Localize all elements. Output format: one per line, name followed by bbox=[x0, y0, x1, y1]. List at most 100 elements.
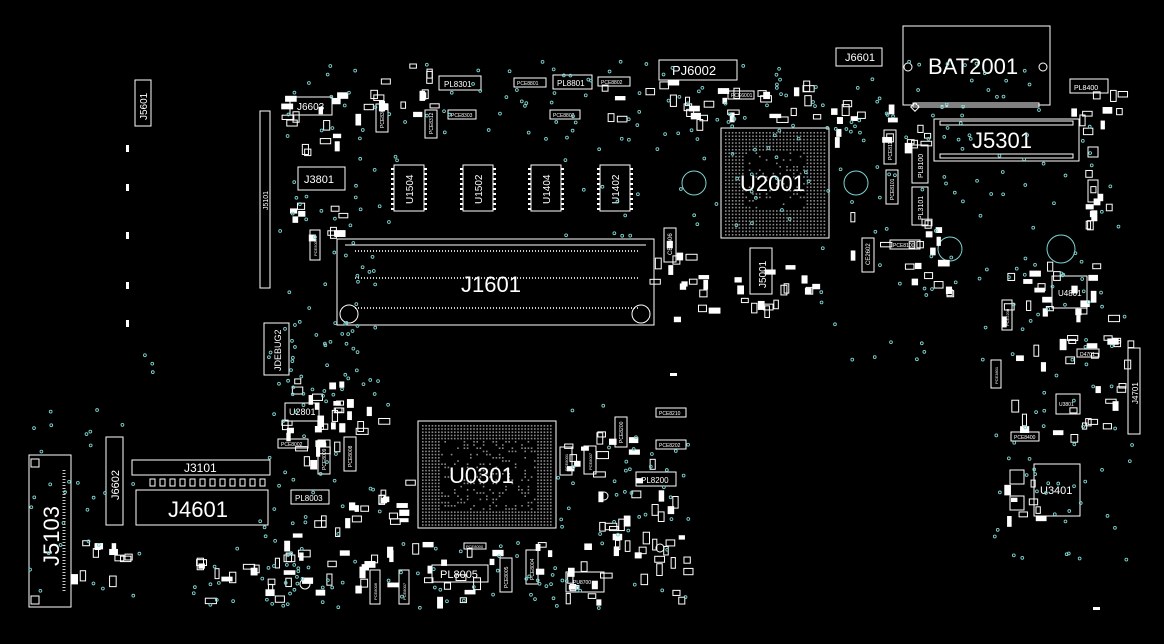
component-j3801[interactable]: J3801 bbox=[297, 166, 346, 191]
component-j5601[interactable]: J5601 bbox=[134, 79, 152, 127]
component-u1504[interactable]: U1504 bbox=[393, 164, 425, 212]
label-j6602: J6602 bbox=[110, 470, 122, 500]
component-pce8801[interactable]: PCE8801 bbox=[513, 77, 547, 88]
component-pce8008[interactable]: PCE8008 bbox=[343, 436, 357, 472]
component-u2801[interactable]: U2801 bbox=[284, 402, 320, 422]
label-j6601: J6601 bbox=[845, 52, 875, 64]
component-j4601[interactable]: J4601 bbox=[135, 489, 269, 526]
component-j3101[interactable]: J3101 bbox=[131, 459, 271, 487]
component-pce8006[interactable]: PCE8006 bbox=[369, 569, 381, 605]
component-pl8400[interactable]: PL8400 bbox=[1069, 78, 1109, 94]
label-pl8400: PL8400 bbox=[1074, 85, 1098, 92]
bga-balls-u0301 bbox=[422, 425, 552, 526]
component-pce8007b[interactable]: PCE8007 bbox=[583, 445, 597, 475]
label-ce2602: CE2602 bbox=[866, 243, 872, 265]
component-pce8000[interactable]: PCE8000 bbox=[463, 542, 487, 550]
component-j6601[interactable]: J6601 bbox=[835, 47, 883, 67]
component-pce2200[interactable]: PCE2200 bbox=[1001, 299, 1013, 331]
component-pce3801[interactable]: PCE3801 bbox=[990, 359, 1002, 389]
component-pl8301[interactable]: PL8301 bbox=[438, 75, 482, 91]
label-jdebug2: JDEBUG2 bbox=[273, 329, 283, 371]
component-pce8312[interactable]: PCE8312 bbox=[424, 109, 438, 139]
label-pce8101: PCE8101 bbox=[890, 178, 896, 200]
component-pce8100[interactable]: PCE8100 bbox=[889, 239, 921, 250]
component-bat2001[interactable]: BAT2001 bbox=[902, 25, 1051, 112]
label-pu8700: PU8700 bbox=[573, 580, 591, 586]
component-pce8202[interactable]: PCE8202 bbox=[655, 439, 687, 450]
label-j5001: J5001 bbox=[758, 260, 769, 288]
label-pl8003: PL8003 bbox=[295, 494, 323, 503]
label-pce8202: PCE8202 bbox=[659, 443, 681, 449]
label-bat2001: BAT2001 bbox=[928, 54, 1018, 79]
component-pce8004[interactable]: PCE8004 bbox=[525, 549, 539, 585]
label-d4701: D4701 bbox=[1080, 352, 1095, 358]
component-u3801[interactable]: U3801 bbox=[1055, 393, 1081, 415]
component-j1601[interactable]: J1601 bbox=[336, 238, 655, 326]
component-pce8802b[interactable]: PCE8802 bbox=[549, 109, 581, 120]
component-u2001[interactable]: U2001 bbox=[720, 127, 830, 239]
label-j1601: J1601 bbox=[461, 272, 521, 297]
component-pce8001[interactable]: PCE8001 bbox=[559, 446, 573, 476]
label-pl8100: PL8100 bbox=[918, 154, 925, 178]
component-jdebug2[interactable]: JDEBUG2 bbox=[263, 322, 290, 376]
component-pl8801[interactable]: PL8801 bbox=[552, 74, 593, 90]
label-pce8200: PCE8200 bbox=[619, 421, 625, 443]
label-pce8303: PCE8303 bbox=[451, 113, 473, 119]
component-pce8400[interactable]: PCE8400 bbox=[1010, 431, 1040, 442]
label-pl3101: PL3101 bbox=[918, 196, 925, 220]
component-pl8100[interactable]: PL8100 bbox=[911, 144, 929, 184]
component-pce8303[interactable]: PCE8303 bbox=[447, 109, 477, 120]
component-pj6002[interactable]: PJ6002 bbox=[658, 59, 738, 81]
memory-chip-pins bbox=[391, 168, 633, 210]
label-pce6001: PCE6001 bbox=[731, 93, 753, 99]
component-pce8002[interactable]: PCE8002 bbox=[277, 438, 309, 449]
component-pce8005[interactable]: PCE8005 bbox=[499, 557, 513, 593]
component-u4801[interactable]: U4801 bbox=[1051, 275, 1088, 309]
mounting-holes bbox=[681, 170, 1076, 264]
component-j4701[interactable]: J4701 bbox=[1127, 347, 1141, 435]
component-j5301[interactable]: J5301 bbox=[933, 118, 1080, 162]
label-j5301: J5301 bbox=[972, 128, 1032, 153]
component-j5101[interactable]: J5101 bbox=[259, 110, 271, 289]
label-pce8312: PCE8312 bbox=[429, 112, 435, 134]
component-ce2602[interactable]: CE2602 bbox=[861, 237, 875, 273]
component-pl3101[interactable]: PL3101 bbox=[911, 186, 929, 226]
component-pce8200[interactable]: PCE8200 bbox=[614, 416, 628, 448]
component-u0301[interactable]: U0301 bbox=[417, 420, 557, 529]
label-u0301: U0301 bbox=[449, 463, 514, 488]
component-u1402[interactable]: U1402 bbox=[599, 164, 631, 212]
component-pce8210[interactable]: PCE8210 bbox=[655, 407, 687, 418]
component-pl8200[interactable]: PL8200 bbox=[635, 471, 677, 487]
label-u3401: U3401 bbox=[1040, 485, 1072, 497]
component-u1404[interactable]: U1404 bbox=[530, 164, 562, 212]
label-pce8008: PCE8008 bbox=[348, 445, 354, 467]
label-pl8801: PL8801 bbox=[557, 79, 585, 88]
label-pce8110: PCE8110 bbox=[888, 139, 894, 160]
label-pce8100: PCE8100 bbox=[893, 243, 915, 249]
label-u1504: U1504 bbox=[405, 174, 416, 204]
component-d4701[interactable]: D4701 bbox=[1076, 348, 1100, 358]
component-pce8101[interactable]: PCE8101 bbox=[885, 169, 899, 205]
component-pce8007[interactable]: PCE8007 bbox=[398, 569, 410, 605]
label-u2001: U2001 bbox=[740, 171, 805, 196]
component-j6602[interactable]: J6602 bbox=[105, 436, 124, 526]
component-pl8003[interactable]: PL8003 bbox=[290, 489, 330, 505]
component-pce8009[interactable]: PCE8009 bbox=[317, 439, 331, 475]
small-parts bbox=[71, 63, 1135, 610]
label-j5101: J5101 bbox=[263, 191, 270, 210]
component-u1502[interactable]: U1502 bbox=[462, 164, 494, 212]
component-pce8802[interactable]: PCE8802 bbox=[597, 76, 631, 87]
component-pce8110[interactable]: PCE8110 bbox=[883, 129, 897, 165]
label-u3801: U3801 bbox=[1059, 402, 1074, 408]
component-j5103[interactable]: J5103 bbox=[28, 454, 72, 608]
label-j4601: J4601 bbox=[168, 497, 228, 522]
label-j3101: J3101 bbox=[184, 461, 217, 475]
component-u3401[interactable]: U3401 bbox=[1033, 463, 1081, 517]
label-pce8007b: PCE8007 bbox=[588, 452, 593, 470]
label-pce2200: PCE2200 bbox=[1005, 308, 1010, 326]
label-pl8200: PL8200 bbox=[641, 476, 669, 485]
component-pce5001[interactable]: PCE5001 bbox=[309, 229, 321, 261]
component-pce6001[interactable]: PCE6001 bbox=[727, 90, 755, 100]
component-pl8005[interactable]: PL8005 bbox=[431, 564, 489, 583]
